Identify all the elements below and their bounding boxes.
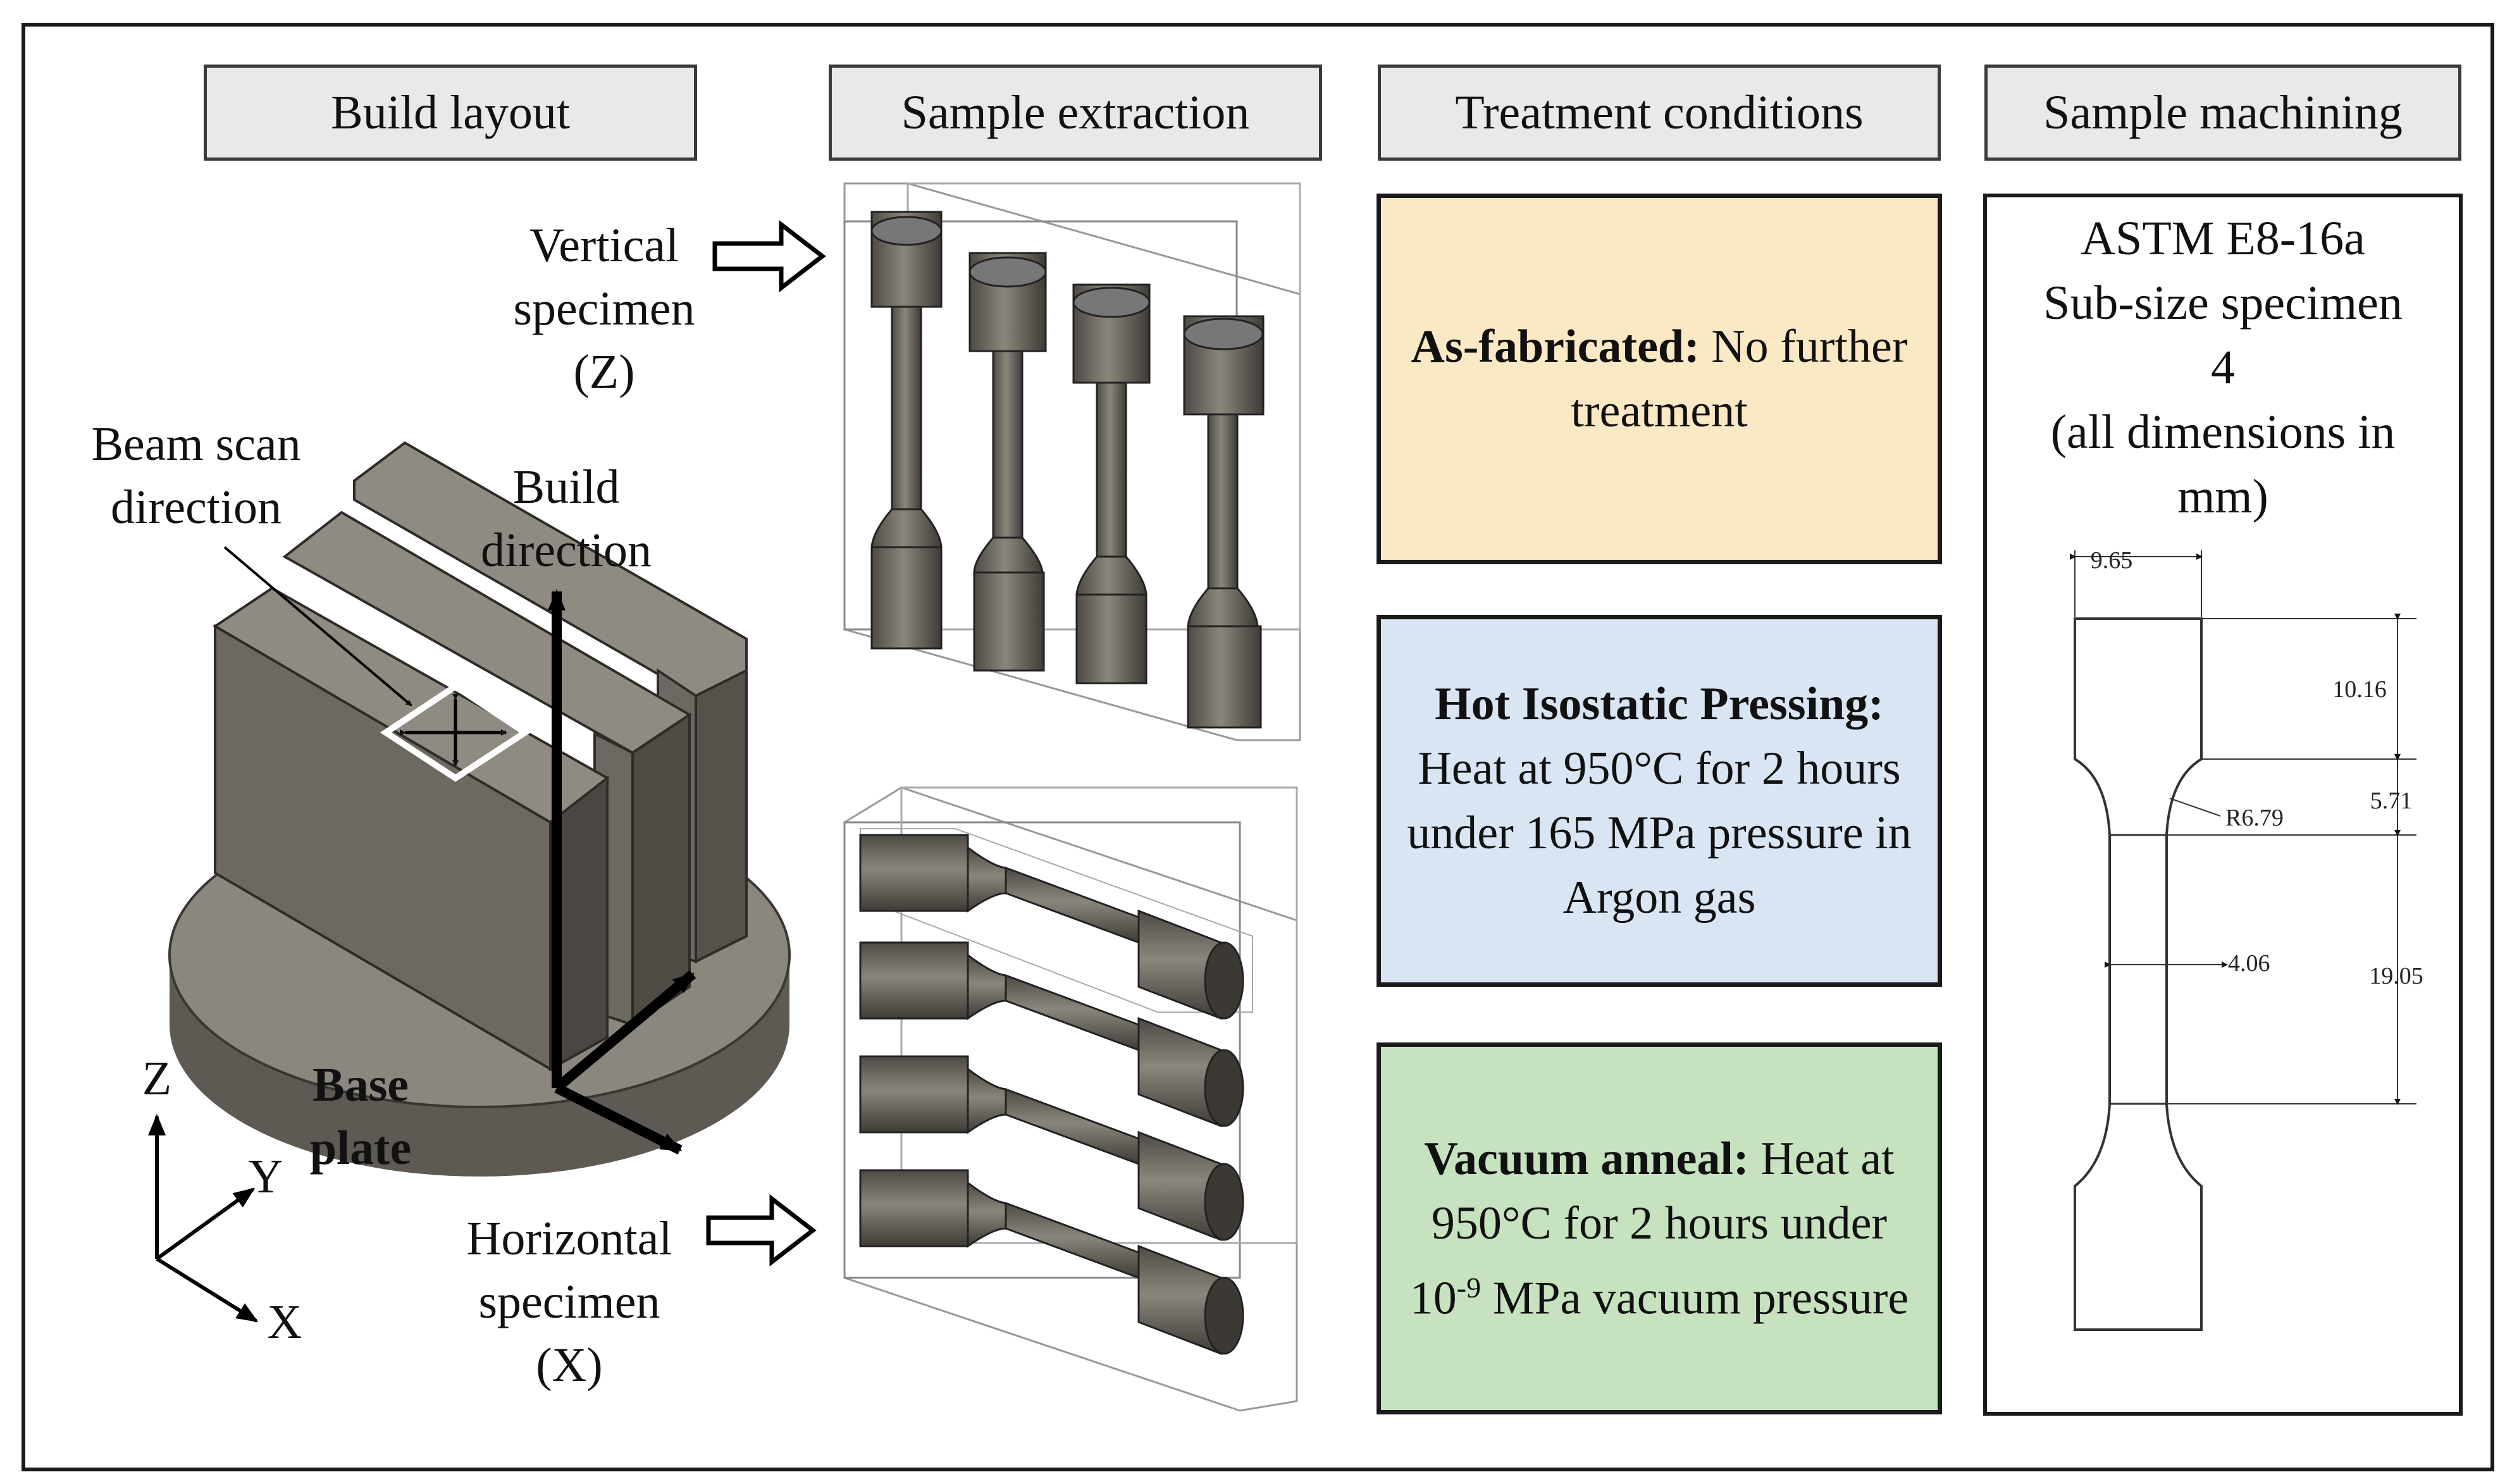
horizontal-label-line2: specimen [478, 1275, 660, 1328]
beam-scan-label: Beam scan direction [70, 412, 323, 539]
beam-scan-leader [223, 546, 412, 707]
hip-box: Hot Isostatic Pressing: Heat at 950°C fo… [1377, 615, 1942, 987]
horizontal-specimen-2 [859, 941, 1244, 1128]
dim-radius: R6.79 [2225, 805, 2284, 831]
horizontal-hollow-arrow [706, 1194, 817, 1267]
specimen-standard-text: ASTM E8-16a Sub-size specimen 4 (all dim… [1987, 206, 2459, 529]
horizontal-specimen-4 [859, 1169, 1244, 1356]
build-direction-label: Build direction [455, 455, 677, 582]
coordinate-axes [148, 1114, 259, 1323]
machining-line1: ASTM E8-16a [2081, 212, 2365, 265]
dim-grip-width: 9.65 [2091, 547, 2133, 574]
horizontal-specimen-label: Horizontal specimen (X) [443, 1207, 696, 1397]
vertical-specimen-label: Vertical specimen (Z) [487, 214, 721, 404]
vacuum-anneal-desc2: MPa vacuum pressure [1481, 1272, 1909, 1325]
header-treatment-conditions: Treatment conditions [1378, 65, 1941, 161]
vertical-label-line1: Vertical [529, 219, 679, 272]
header-build-layout: Build layout [204, 65, 697, 161]
build-label-line1: Build [512, 461, 620, 514]
machining-line2: Sub-size specimen [2043, 276, 2403, 330]
vacuum-anneal-desc1: Heat at 950°C for 2 hours under 10 [1409, 1132, 1895, 1325]
hip-desc: Heat at 950°C for 2 hours under 165 MPa … [1407, 743, 1912, 924]
horizontal-label-line3: (X) [536, 1339, 603, 1392]
vertical-hollow-arrow [712, 220, 826, 293]
header-sample-extraction: Sample extraction [829, 65, 1322, 161]
vacuum-anneal-exponent: -9 [1456, 1271, 1482, 1304]
vertical-specimen-1 [870, 211, 943, 650]
build-blocks [213, 441, 748, 1072]
as-fabricated-desc: No further treatment [1571, 321, 1908, 437]
build-direction-arrows [548, 589, 696, 1155]
dim-transition: 5.71 [2370, 788, 2413, 814]
dim-gauge-width: 4.06 [2228, 950, 2270, 977]
build-label-line2: direction [480, 524, 652, 577]
vertical-label-line2: specimen [513, 282, 695, 335]
axis-x-label: X [267, 1295, 302, 1349]
figure-frame [22, 23, 2494, 1471]
beam-scan-marker [380, 682, 531, 782]
vertical-specimen-2 [968, 252, 1047, 672]
vertical-specimen-3 [1072, 283, 1151, 684]
machining-line5: mm) [2177, 470, 2268, 523]
hip-title: Hot Isostatic Pressing: [1435, 678, 1884, 730]
machining-line3: 4 [2211, 341, 2235, 394]
astm-specimen-drawing [2070, 550, 2416, 1331]
horizontal-specimen-1 [859, 828, 1253, 1020]
vacuum-anneal-title: Vacuum anneal: [1424, 1132, 1749, 1185]
as-fabricated-title: As-fabricated: [1411, 321, 1700, 373]
horizontal-specimen-3 [859, 1055, 1244, 1242]
vertical-specimen-4 [1183, 315, 1265, 729]
beam-label-line1: Beam scan [91, 417, 301, 471]
axis-z-label: Z [142, 1052, 172, 1105]
dim-grip-length: 10.16 [2332, 676, 2387, 703]
as-fabricated-box: As-fabricated: No further treatment [1377, 194, 1942, 564]
machining-line4: (all dimensions in [2050, 405, 2396, 459]
vertical-label-line3: (Z) [573, 345, 635, 399]
base-plate-label: Base plate [278, 1053, 443, 1180]
base-label-line1: Base [312, 1058, 409, 1111]
vacuum-anneal-text: Vacuum anneal: Heat at 950°C for 2 hours… [1400, 1127, 1919, 1331]
horizontal-label-line1: Horizontal [466, 1212, 672, 1265]
vacuum-anneal-box: Vacuum anneal: Heat at 950°C for 2 hours… [1377, 1042, 1942, 1414]
base-label-line2: plate [309, 1122, 412, 1175]
sample-machining-box: ASTM E8-16a Sub-size specimen 4 (all dim… [1983, 194, 2463, 1416]
as-fabricated-text: As-fabricated: No further treatment [1400, 314, 1919, 443]
header-sample-machining: Sample machining [1984, 65, 2461, 161]
beam-label-line2: direction [110, 481, 282, 534]
axis-y-label: Y [248, 1150, 283, 1203]
dim-gauge-length: 19.05 [2369, 963, 2423, 989]
hip-text: Hot Isostatic Pressing: Heat at 950°C fo… [1400, 672, 1919, 930]
